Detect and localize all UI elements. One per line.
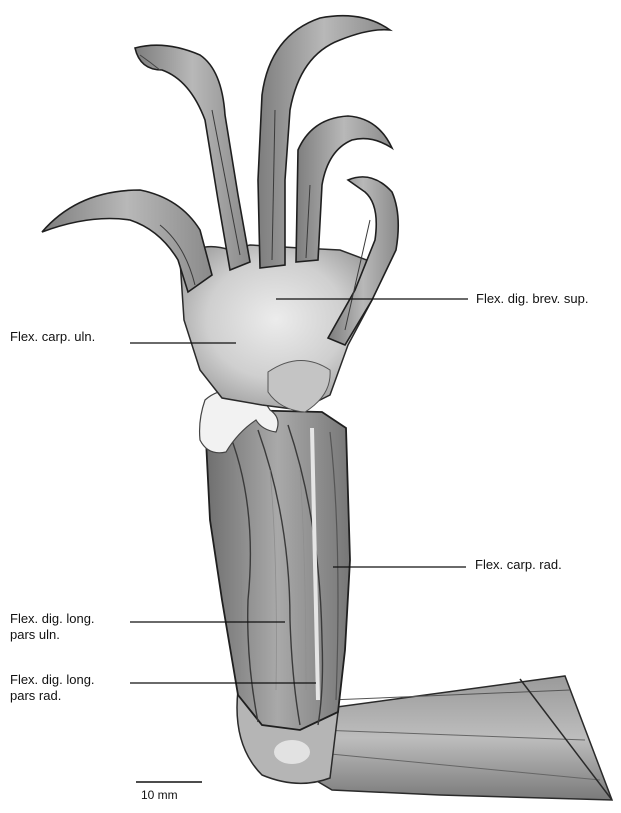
- label-line-2: pars uln.: [10, 627, 95, 643]
- label-line-2: pars rad.: [10, 688, 95, 704]
- label-flex-carp-rad: Flex. carp. rad.: [475, 557, 562, 573]
- label-flex-dig-brev-sup: Flex. dig. brev. sup.: [476, 291, 588, 307]
- label-line-1: Flex. dig. long.: [10, 672, 95, 688]
- label-flex-carp-uln: Flex. carp. uln.: [10, 329, 95, 345]
- scale-bar-label: 10 mm: [141, 788, 178, 802]
- forearm: [205, 410, 350, 730]
- label-flex-dig-long-pars-rad: Flex. dig. long. pars rad.: [10, 672, 95, 704]
- digit-1: [42, 190, 212, 292]
- label-flex-dig-long-pars-uln: Flex. dig. long. pars uln.: [10, 611, 95, 643]
- label-line-1: Flex. dig. long.: [10, 611, 95, 627]
